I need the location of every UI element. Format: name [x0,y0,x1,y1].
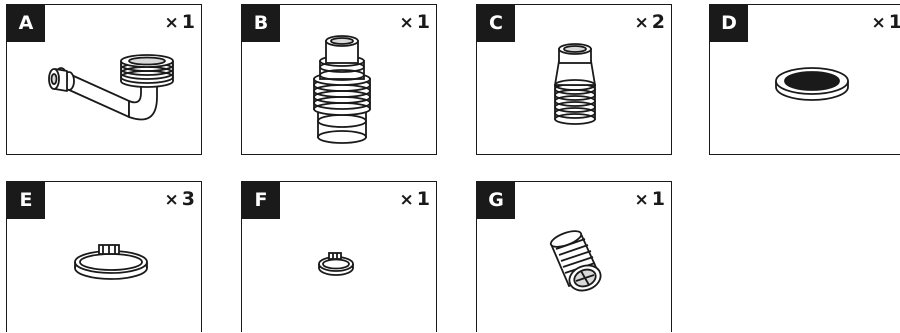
part-letter-badge: A [7,5,45,42]
part-quantity: ×2 [634,11,665,33]
part-card-e: E ×3 [6,181,202,332]
part-card-a: A ×1 [6,4,202,155]
threaded-adapter-icon [242,5,436,154]
small-hose-clamp-icon [242,182,436,332]
part-quantity: ×1 [164,11,195,33]
part-quantity: ×1 [399,11,430,33]
washer-icon [710,5,900,154]
part-quantity: ×1 [634,188,665,210]
part-card-b: B ×1 [241,4,437,155]
part-letter-badge: G [477,182,515,219]
part-quantity: ×1 [871,11,900,33]
large-hose-clamp-icon [7,182,201,332]
part-card-f: F ×1 [241,181,437,332]
part-letter-badge: E [7,182,45,219]
hose-connector-icon [477,5,671,154]
part-letter-badge: F [242,182,280,219]
part-quantity: ×1 [399,188,430,210]
part-card-g: G ×1 [476,181,672,332]
part-card-c: C ×2 [476,4,672,155]
part-quantity: ×3 [164,188,195,210]
part-letter-badge: C [477,5,515,42]
part-letter-badge: B [242,5,280,42]
elbow-pipe-icon [7,5,201,154]
part-card-d: D ×1 [709,4,900,155]
part-letter-badge: D [710,5,748,42]
strainer-insert-icon [477,182,671,332]
